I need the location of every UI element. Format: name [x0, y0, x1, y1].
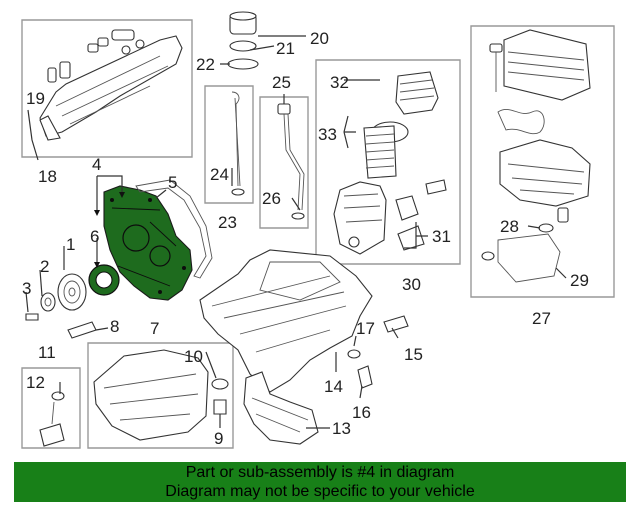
dipstick-tube-group-box	[259, 96, 309, 229]
callout-16: 16	[352, 403, 371, 422]
callout-6: 6	[90, 227, 99, 246]
valve-cover	[39, 29, 183, 141]
callout-17: 17	[356, 319, 375, 338]
oil-pan-group-box	[87, 342, 234, 449]
baffle	[383, 315, 409, 333]
callout-4: 4	[92, 155, 101, 174]
dipstick-tube	[277, 103, 305, 220]
callout-14: 14	[324, 377, 343, 396]
callout-23: 23	[218, 213, 237, 232]
crank-bolt	[25, 313, 39, 321]
oil-temp-sensor	[39, 391, 65, 447]
callout-13: 13	[332, 419, 351, 438]
callout-15: 15	[404, 345, 423, 364]
callout-31: 31	[432, 227, 451, 246]
oil-filler-cap	[227, 11, 259, 70]
callout-22: 22	[196, 55, 215, 74]
oil-filter-group-box	[315, 59, 461, 265]
crank-hub	[40, 292, 56, 312]
timing-cover-highlighted	[103, 185, 193, 301]
oil-pump	[243, 371, 319, 445]
callout-32: 32	[330, 73, 349, 92]
callout-5: 5	[168, 173, 177, 192]
valve-cover-group-box	[21, 19, 193, 158]
upper-oil-pan	[199, 249, 373, 393]
sensor-seal	[347, 349, 361, 359]
sensor-group-box	[21, 367, 81, 449]
callout-10: 10	[184, 347, 203, 366]
oil-cooler-group-box	[470, 25, 615, 298]
callout-33: 33	[318, 125, 337, 144]
arrow-6	[94, 262, 100, 268]
callout-2: 2	[40, 257, 49, 276]
oil-level-sensor	[357, 365, 373, 389]
callout-12: 12	[26, 373, 45, 392]
callout-18: 18	[38, 167, 57, 186]
arrow-4a	[94, 210, 100, 216]
callout-20: 20	[310, 29, 329, 48]
callout-9: 9	[214, 429, 223, 448]
drain-plug	[213, 399, 227, 415]
oil-filter-assembly	[333, 71, 447, 255]
callout-8: 8	[110, 317, 119, 336]
callout-24: 24	[210, 165, 229, 184]
callout-25: 25	[272, 73, 291, 92]
callout-3: 3	[22, 279, 31, 298]
callout-19: 19	[26, 89, 45, 108]
dipstick	[231, 91, 245, 196]
callout-21: 21	[276, 39, 295, 58]
leader-lines	[25, 35, 567, 429]
callout-7: 7	[150, 319, 159, 338]
callout-11: 11	[38, 343, 56, 362]
timing-cover-gasket	[135, 179, 213, 279]
callout-28: 28	[500, 217, 519, 236]
callout-27: 27	[532, 309, 551, 328]
callout-29: 29	[570, 271, 589, 290]
oil-cooler-assembly	[481, 29, 591, 283]
banner-line-2: Diagram may not be specific to your vehi…	[165, 483, 475, 500]
disclaimer-banner: Part or sub-assembly is #4 in diagram Di…	[14, 462, 626, 502]
callout-26: 26	[262, 189, 281, 208]
seal-strip	[67, 321, 97, 339]
parts-diagram: 1 2 3 4 5 6 7 8 9 10 11 12 13 14 15 16 1…	[21, 11, 615, 449]
banner-line-1: Part or sub-assembly is #4 in diagram	[185, 464, 455, 481]
arrow-4b	[119, 192, 125, 198]
callout-30: 30	[402, 275, 421, 294]
callout-1: 1	[66, 235, 75, 254]
crankshaft-seal	[88, 264, 120, 296]
dipstick-group-box	[204, 85, 254, 204]
lower-oil-pan	[93, 349, 209, 441]
harmonic-balancer	[57, 273, 87, 311]
drain-washer	[211, 378, 229, 390]
